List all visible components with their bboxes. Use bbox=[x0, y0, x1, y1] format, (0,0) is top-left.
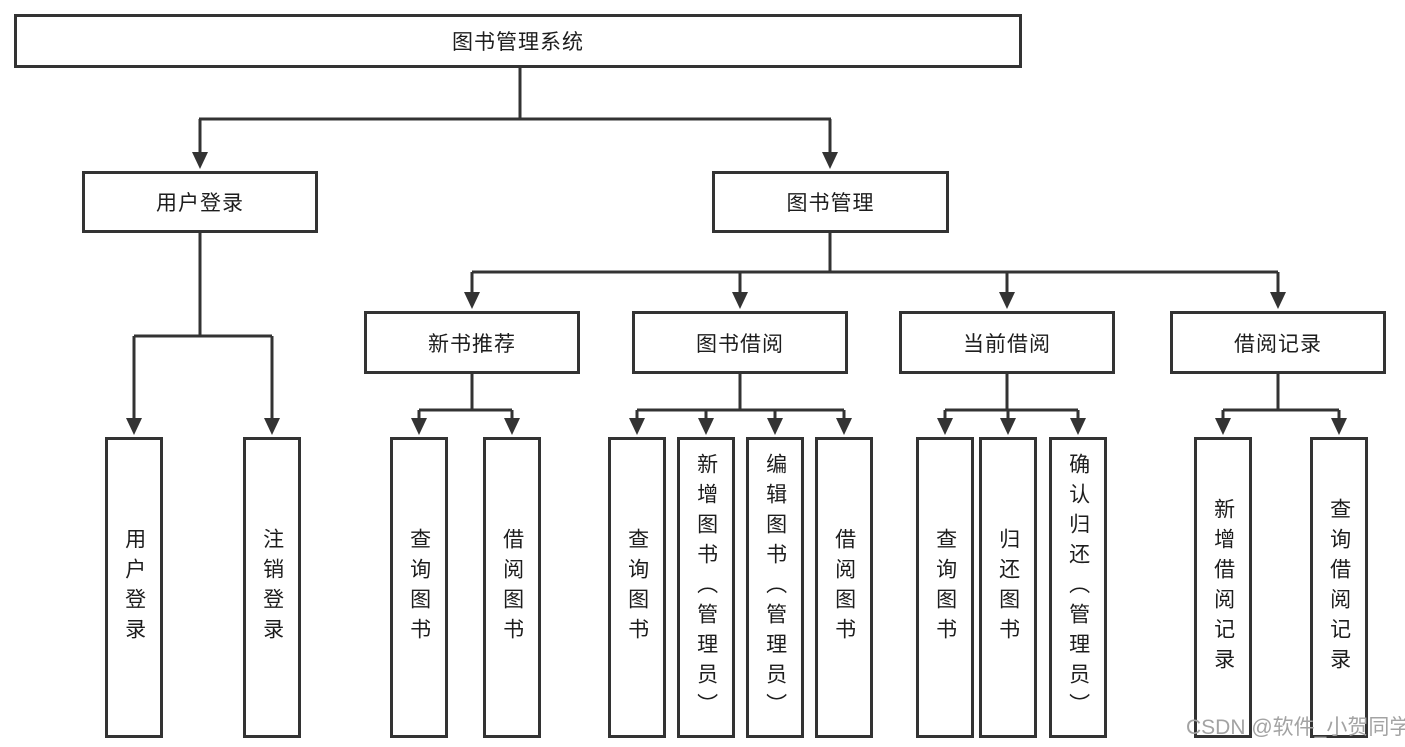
leaf-return-book-label: 归还图书 bbox=[996, 527, 1020, 648]
connector-line bbox=[635, 374, 846, 419]
connector-new-book-rec-children bbox=[411, 374, 520, 435]
connector-user-login-children bbox=[126, 233, 280, 435]
connector-line bbox=[417, 374, 514, 419]
node-new-book-rec-label: 新书推荐 bbox=[428, 332, 516, 356]
node-new-book-rec: 新书推荐 bbox=[364, 311, 580, 374]
connector-line bbox=[198, 68, 832, 153]
node-book-borrow: 图书借阅 bbox=[632, 311, 848, 374]
arrowhead-down-icon bbox=[1070, 418, 1086, 435]
node-borrow-records: 借阅记录 bbox=[1170, 311, 1386, 374]
node-root-label: 图书管理系统 bbox=[452, 31, 584, 54]
arrowhead-down-icon bbox=[999, 292, 1015, 309]
leaf-query-borrow-record: 查询借阅记录 bbox=[1310, 437, 1368, 738]
leaf-query-books-1-label: 查询图书 bbox=[407, 527, 431, 648]
arrowhead-down-icon bbox=[411, 418, 427, 435]
node-user-login-label: 用户登录 bbox=[156, 192, 244, 215]
connector-line bbox=[470, 233, 1280, 293]
node-book-mgmt: 图书管理 bbox=[712, 171, 949, 233]
leaf-query-books-2-label: 查询图书 bbox=[625, 527, 649, 648]
node-root: 图书管理系统 bbox=[14, 14, 1022, 68]
leaf-user-login: 用户登录 bbox=[105, 437, 163, 738]
node-borrow-records-label: 借阅记录 bbox=[1234, 332, 1322, 356]
arrowhead-down-icon bbox=[767, 418, 783, 435]
arrowhead-down-icon bbox=[629, 418, 645, 435]
arrowhead-down-icon bbox=[192, 152, 208, 169]
leaf-edit-book-admin: 编辑图书（管理员） bbox=[746, 437, 804, 738]
arrowhead-down-icon bbox=[937, 418, 953, 435]
node-current-borrow: 当前借阅 bbox=[899, 311, 1115, 374]
arrowhead-down-icon bbox=[264, 418, 280, 435]
arrowhead-down-icon bbox=[1270, 292, 1286, 309]
leaf-add-book-admin: 新增图书（管理员） bbox=[677, 437, 735, 738]
leaf-logout-label: 注销登录 bbox=[260, 527, 284, 648]
leaf-add-borrow-record-label: 新增借阅记录 bbox=[1211, 497, 1235, 678]
leaf-query-books-3: 查询图书 bbox=[916, 437, 974, 738]
leaf-add-book-admin-label: 新增图书（管理员） bbox=[694, 452, 718, 723]
leaf-add-borrow-record: 新增借阅记录 bbox=[1194, 437, 1252, 738]
leaf-edit-book-admin-label: 编辑图书（管理员） bbox=[763, 452, 787, 723]
leaf-borrow-books-1-label: 借阅图书 bbox=[500, 527, 524, 648]
arrowhead-down-icon bbox=[504, 418, 520, 435]
connector-line bbox=[943, 374, 1080, 419]
connector-current-borrow-children bbox=[937, 374, 1086, 435]
arrowhead-down-icon bbox=[698, 418, 714, 435]
leaf-borrow-books-1: 借阅图书 bbox=[483, 437, 541, 738]
connector-line bbox=[132, 233, 274, 419]
leaf-confirm-return-admin: 确认归还（管理员） bbox=[1049, 437, 1107, 738]
leaf-query-books-2: 查询图书 bbox=[608, 437, 666, 738]
leaf-query-books-1: 查询图书 bbox=[390, 437, 448, 738]
leaf-confirm-return-admin-label: 确认归还（管理员） bbox=[1066, 452, 1090, 723]
arrowhead-down-icon bbox=[126, 418, 142, 435]
node-book-mgmt-label: 图书管理 bbox=[786, 192, 875, 215]
leaf-user-login-label: 用户登录 bbox=[122, 527, 146, 648]
leaf-query-books-3-label: 查询图书 bbox=[933, 527, 957, 648]
arrowhead-down-icon bbox=[1215, 418, 1231, 435]
connector-root-to-level2 bbox=[192, 68, 838, 169]
arrowhead-down-icon bbox=[836, 418, 852, 435]
arrowhead-down-icon bbox=[732, 292, 748, 309]
node-user-login: 用户登录 bbox=[82, 171, 318, 233]
arrowhead-down-icon bbox=[464, 292, 480, 309]
leaf-return-book: 归还图书 bbox=[979, 437, 1037, 738]
connector-book-borrow-children bbox=[629, 374, 852, 435]
leaf-logout: 注销登录 bbox=[243, 437, 301, 738]
node-book-borrow-label: 图书借阅 bbox=[696, 332, 784, 356]
arrowhead-down-icon bbox=[822, 152, 838, 169]
leaf-borrow-books-2: 借阅图书 bbox=[815, 437, 873, 738]
arrowhead-down-icon bbox=[1331, 418, 1347, 435]
node-current-borrow-label: 当前借阅 bbox=[963, 332, 1051, 356]
leaf-borrow-books-2-label: 借阅图书 bbox=[832, 527, 856, 648]
watermark: CSDN @软件_小贺同学 bbox=[1186, 716, 1405, 739]
leaf-query-borrow-record-label: 查询借阅记录 bbox=[1327, 497, 1351, 678]
connector-line bbox=[1221, 374, 1341, 419]
connector-borrow-records-children bbox=[1215, 374, 1347, 435]
connector-book-mgmt-children bbox=[464, 233, 1286, 309]
arrowhead-down-icon bbox=[1000, 418, 1016, 435]
